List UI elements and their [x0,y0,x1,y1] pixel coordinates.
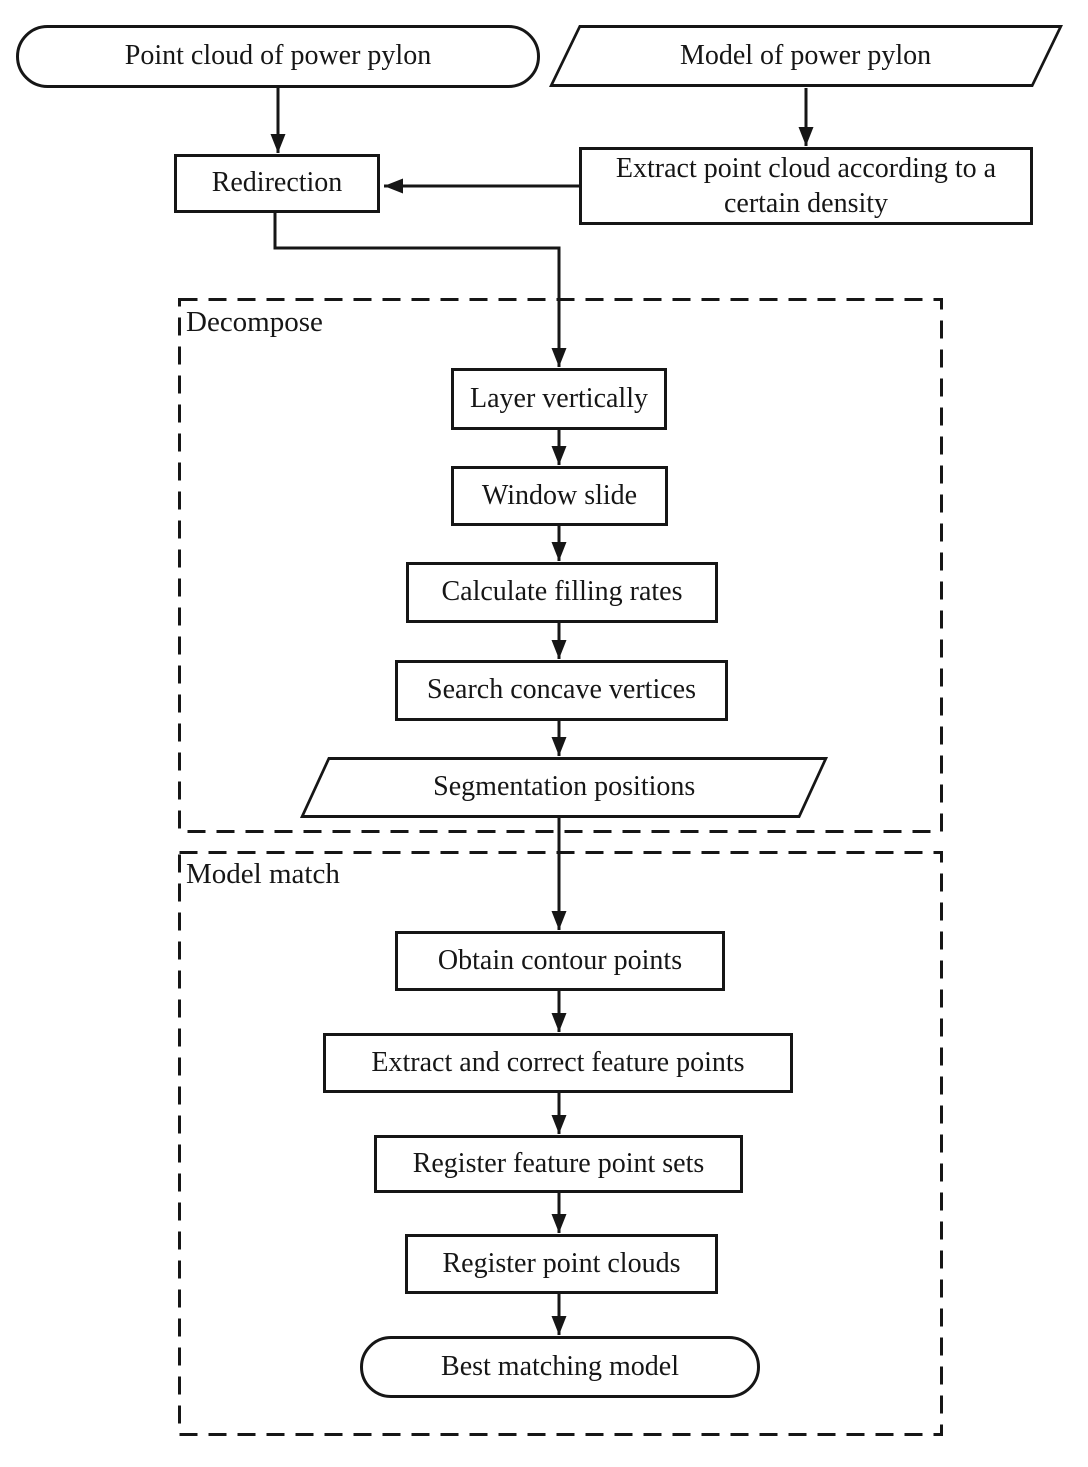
node-search-concave-vertices: Search concave vertices [395,660,728,721]
node-redirection: Redirection [174,154,380,213]
node-extract-point-cloud-density: Extract point cloud according to a certa… [579,147,1033,225]
node-calculate-filling-rates: Calculate filling rates [406,562,718,623]
node-extract-and-correct-feature-points: Extract and correct feature points [323,1033,793,1093]
node-layer-vertically: Layer vertically [451,368,667,430]
node-model-of-power-pylon-label: Model of power pylon [680,39,932,71]
decompose-group-label: Decompose [186,306,323,338]
node-register-point-clouds: Register point clouds [405,1234,718,1294]
node-window-slide: Window slide [451,466,668,526]
node-segmentation-positions-label: Segmentation positions [432,771,696,803]
node-obtain-contour-points: Obtain contour points [395,931,725,991]
node-point-cloud-of-power-pylon: Point cloud of power pylon [16,25,540,88]
node-best-matching-model: Best matching model [360,1336,760,1398]
node-model-of-power-pylon: Model of power pylon [549,25,1063,87]
model-match-group-label: Model match [186,858,340,890]
edge-redirection-to-layer-vertically [273,213,567,367]
node-register-feature-point-sets: Register feature point sets [374,1135,743,1193]
node-segmentation-positions: Segmentation positions [299,757,829,818]
